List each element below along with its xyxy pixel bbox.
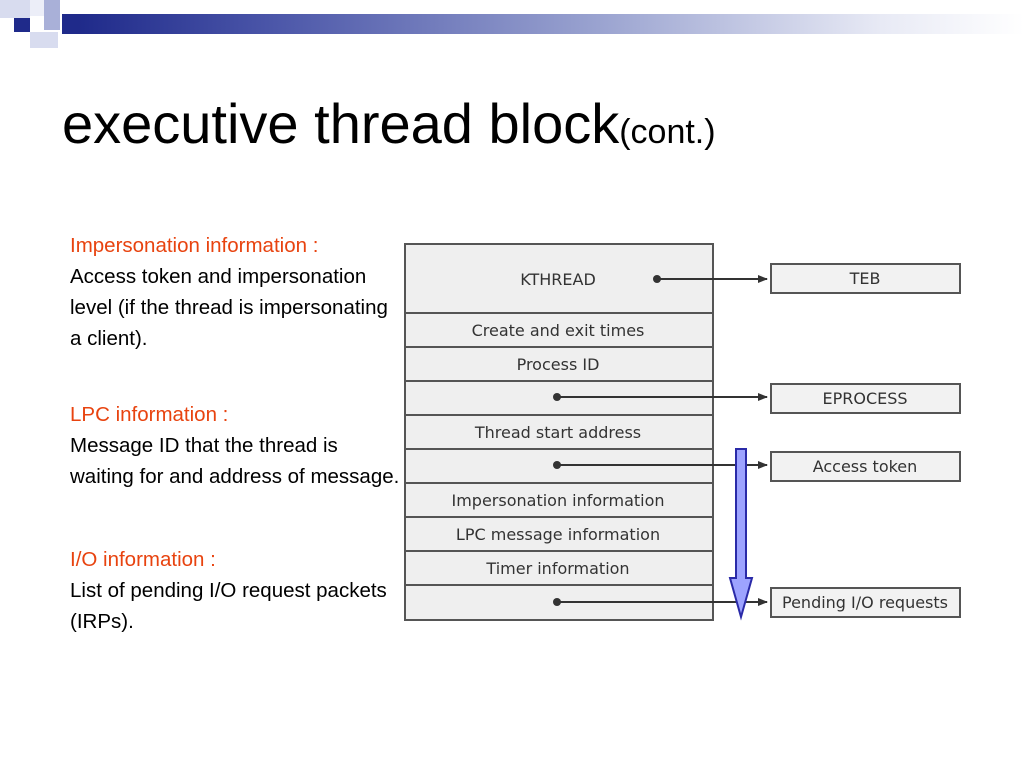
pointer-dot — [553, 598, 561, 606]
deco-square — [14, 18, 30, 32]
header-gradient-bar — [78, 14, 1024, 34]
note-body: Access token and impersonation level (if… — [70, 265, 388, 350]
pointer-dot — [653, 275, 661, 283]
row-process-id: Process ID — [517, 355, 600, 374]
note-heading: Impersonation information : — [70, 234, 319, 257]
row-impersonation-information: Impersonation information — [451, 491, 664, 510]
target-box-pending-io — [770, 587, 961, 618]
target-box-eprocess — [770, 383, 961, 414]
note-heading: LPC information : — [70, 403, 229, 426]
title-suffix: (cont.) — [619, 113, 716, 151]
target-box-teb — [770, 263, 961, 294]
slide-title: executive thread block(cont.) — [62, 96, 716, 152]
deco-square — [30, 32, 58, 48]
slide-decoration — [0, 0, 1024, 48]
deco-square — [44, 0, 60, 30]
note-body: Message ID that the thread is waiting fo… — [70, 434, 400, 488]
row-thread-start-address: Thread start address — [474, 423, 641, 442]
target-access-token: Access token — [813, 457, 918, 476]
target-box-access-token — [770, 451, 961, 482]
note-io: I/O information : List of pending I/O re… — [70, 544, 400, 637]
title-text: executive thread block — [62, 92, 620, 155]
row-create-exit-times: Create and exit times — [472, 321, 645, 340]
ethread-block — [404, 243, 714, 621]
pointer-dot — [553, 393, 561, 401]
row-kthread: KTHREAD — [520, 270, 596, 289]
note-lpc: LPC information : Message ID that the th… — [70, 399, 400, 492]
target-eprocess: EPROCESS — [822, 389, 907, 408]
note-impersonation: Impersonation information : Access token… — [70, 230, 400, 354]
pointer-dot — [553, 461, 561, 469]
row-timer-information: Timer information — [485, 559, 629, 578]
deco-square — [62, 14, 78, 34]
block-dividers — [405, 312, 713, 586]
target-pending-io: Pending I/O requests — [782, 593, 948, 612]
down-arrow-indicator — [728, 448, 754, 621]
target-teb: TEB — [849, 269, 881, 288]
deco-square — [0, 0, 30, 18]
note-body: List of pending I/O request packets (IRP… — [70, 579, 387, 633]
row-lpc-message-information: LPC message information — [456, 525, 660, 544]
note-heading: I/O information : — [70, 548, 216, 571]
